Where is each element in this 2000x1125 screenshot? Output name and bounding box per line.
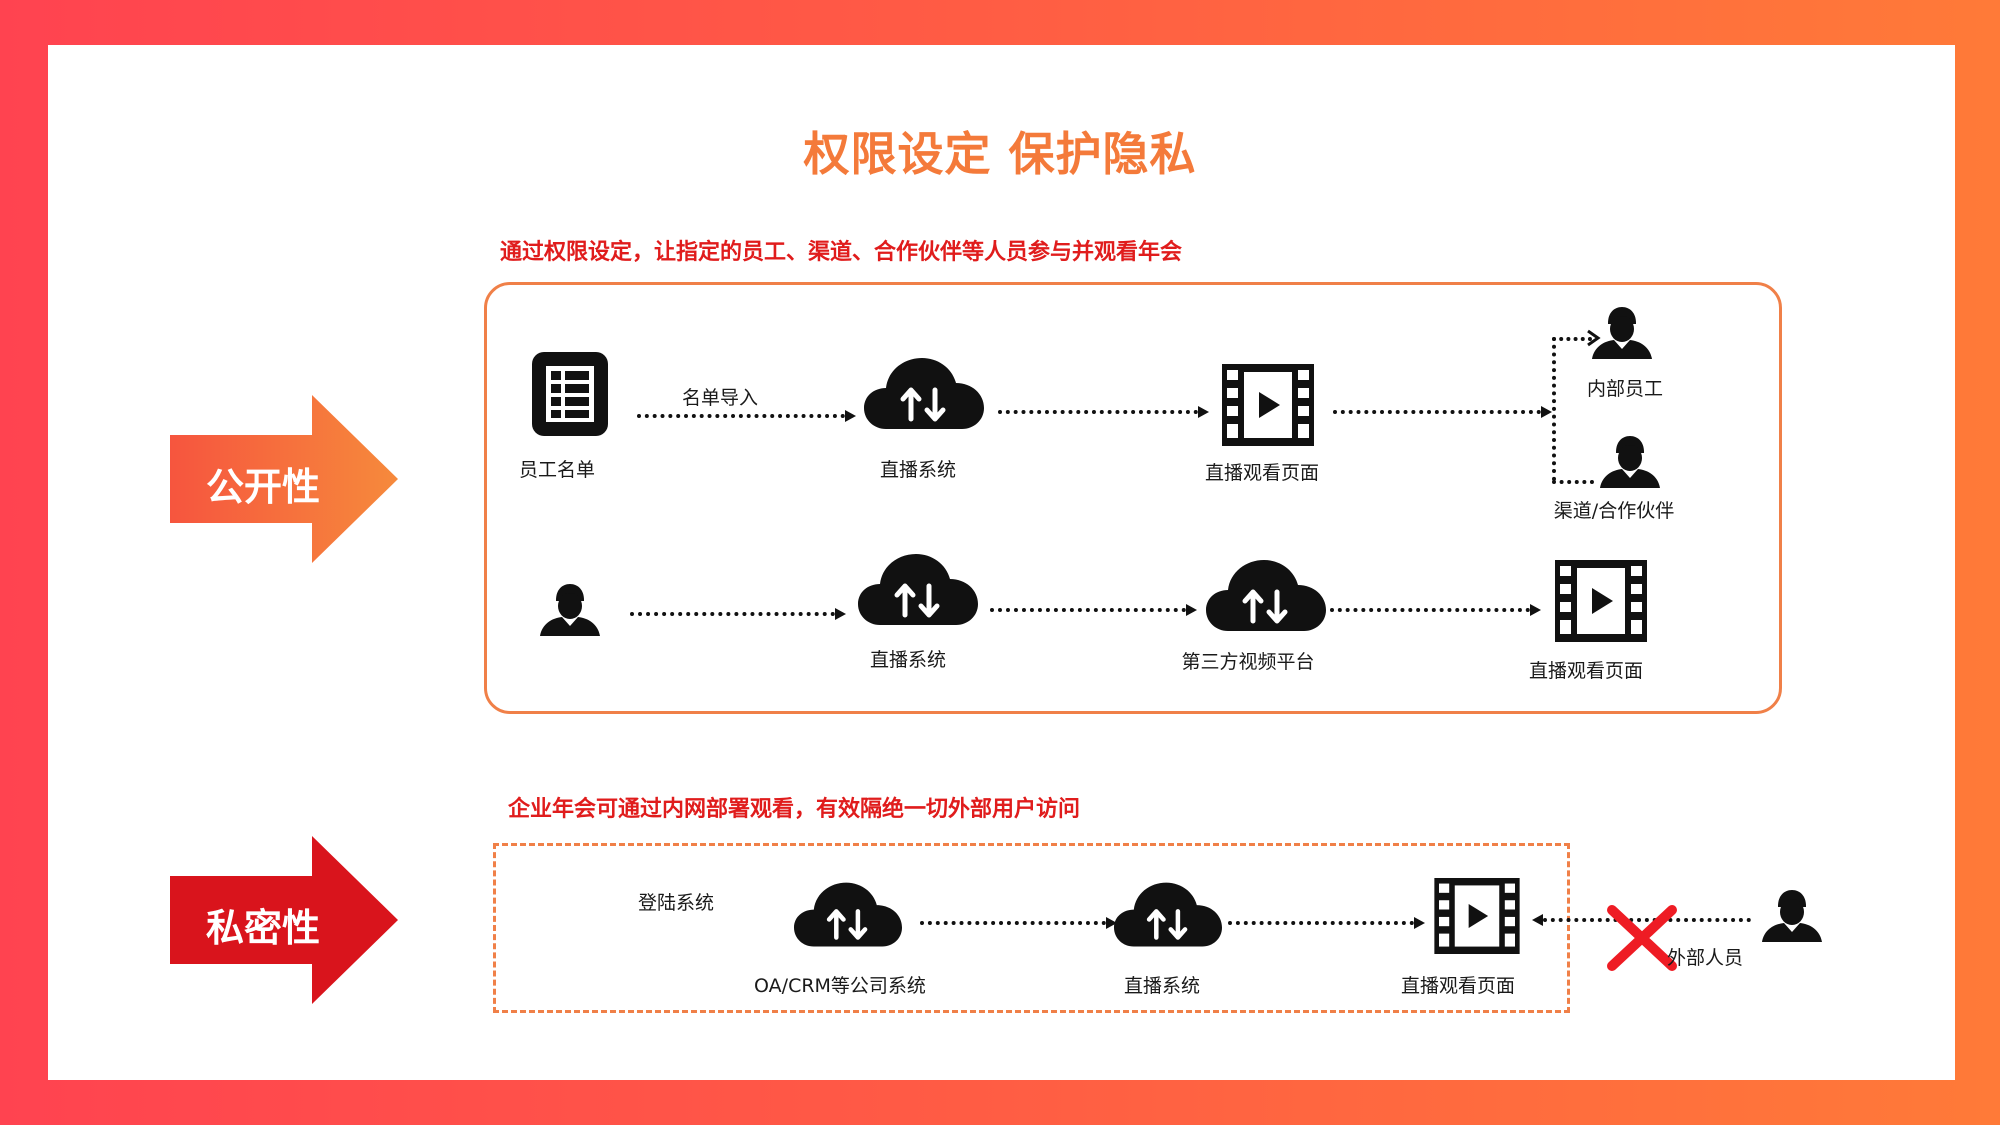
list-icon	[532, 352, 608, 436]
person-icon	[1600, 436, 1660, 488]
branch-to-partner	[1552, 480, 1594, 484]
arrowhead-left	[1532, 914, 1543, 926]
list-label: 员工名单	[518, 459, 596, 481]
arrow-system-to-platform	[990, 608, 1186, 612]
page-title: 权限设定 保护隐私	[803, 127, 1197, 181]
public-subtitle: 通过权限设定，让指定的员工、渠道、合作伙伴等人员参与并观看年会	[500, 240, 1183, 265]
person-icon	[1592, 307, 1652, 359]
arrowhead	[1530, 604, 1541, 616]
private-flow-box	[493, 843, 1570, 1013]
arrow-page-to-audience	[1333, 410, 1541, 414]
private-arrow	[170, 836, 398, 1004]
page-label-3: 直播观看页面	[1400, 975, 1516, 997]
branch-connector	[1552, 337, 1556, 481]
page-label-1: 直播观看页面	[1204, 462, 1320, 484]
arrowhead	[835, 608, 846, 620]
external-label: 外部人员	[1666, 947, 1744, 969]
video-player-icon	[1434, 878, 1520, 954]
arrowhead	[1414, 917, 1425, 929]
private-subtitle: 企业年会可通过内网部署观看，有效隔绝一切外部用户访问	[508, 797, 1081, 822]
import-label: 名单导入	[681, 387, 759, 409]
arrow-platform-to-page	[1330, 608, 1530, 612]
login-label: 登陆系统	[637, 892, 715, 914]
arrowhead	[845, 410, 856, 422]
branch-to-staff	[1552, 337, 1592, 341]
public-flow-box	[484, 282, 1782, 714]
arrowhead	[1106, 917, 1117, 929]
blocked-x-icon	[1607, 905, 1677, 971]
system-label-1: 直播系统	[879, 459, 957, 481]
branch-chevron	[1587, 329, 1601, 347]
cloud-upload-download-icon	[1114, 882, 1222, 947]
arrow-system-to-page	[998, 410, 1198, 414]
system-label-3: 直播系统	[1123, 975, 1201, 997]
cloud-upload-download-icon	[864, 358, 984, 429]
private-arrow-label: 私密性	[206, 906, 321, 950]
page-label-2: 直播观看页面	[1528, 660, 1644, 682]
arrow-system-to-page-private	[1228, 921, 1414, 925]
cloud-upload-download-icon	[1206, 560, 1326, 631]
arrow-external-blocked	[1543, 918, 1751, 922]
staff-label: 内部员工	[1586, 378, 1664, 400]
oa-label: OA/CRM等公司系统	[754, 975, 926, 997]
person-icon	[1762, 890, 1822, 942]
arrow-person-to-system	[630, 612, 835, 616]
cloud-upload-download-icon	[858, 554, 978, 625]
partner-label: 渠道/合作伙伴	[1553, 500, 1675, 522]
public-arrow-label: 公开性	[206, 465, 321, 509]
video-player-icon	[1555, 560, 1647, 642]
person-icon	[540, 584, 600, 636]
arrow-oa-to-system	[920, 921, 1106, 925]
system-label-2: 直播系统	[869, 649, 947, 671]
arrowhead	[1541, 406, 1552, 418]
platform-label: 第三方视频平台	[1181, 651, 1315, 673]
arrowhead	[1198, 406, 1209, 418]
public-arrow	[170, 395, 398, 563]
arrowhead	[1186, 604, 1197, 616]
video-player-icon	[1222, 364, 1314, 446]
cloud-upload-download-icon	[794, 882, 902, 947]
arrow-import	[637, 414, 845, 418]
